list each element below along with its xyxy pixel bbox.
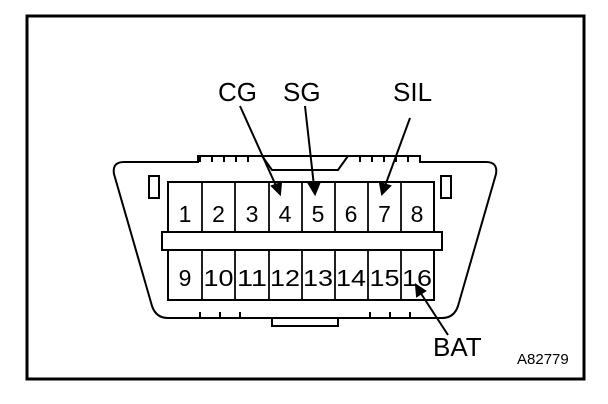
callout-sg: SG (283, 77, 321, 107)
callout-cg: CG (218, 77, 257, 107)
pin-label-10: 10 (204, 265, 234, 291)
callout-leaders (239, 105, 449, 336)
pin-label-11: 11 (237, 265, 267, 291)
leader-cg-arrowhead (270, 181, 283, 197)
leader-cg (239, 105, 278, 189)
pin-row-top: 1 2 3 4 5 6 7 8 (179, 201, 424, 227)
leader-sg-arrowhead (307, 183, 321, 197)
pin-label-13: 13 (303, 265, 333, 291)
leader-bat-arrowhead (414, 283, 427, 298)
leader-sil-arrowhead (378, 181, 392, 197)
connector-housing (112, 155, 498, 327)
pin-label-6: 6 (345, 201, 358, 227)
callout-sil: SIL (393, 77, 432, 107)
pin-label-7: 7 (378, 201, 391, 227)
pin-label-8: 8 (411, 201, 424, 227)
pin-label-12: 12 (270, 265, 300, 291)
pin-cell (400, 249, 435, 301)
pin-label-3: 3 (246, 201, 259, 227)
pin-label-2: 2 (212, 201, 225, 227)
pin-label-9: 9 (179, 265, 192, 291)
figure-frame (25, 14, 586, 381)
pin-label-1: 1 (179, 201, 192, 227)
leader-sil (384, 117, 411, 187)
pin-label-4: 4 (279, 201, 292, 227)
leader-bat (419, 291, 449, 336)
pin-label-15: 15 (370, 265, 400, 291)
pin-row-bottom: 9 10 11 12 13 14 15 16 (179, 265, 432, 291)
callout-bat: BAT (433, 332, 482, 362)
pin-label-14: 14 (336, 265, 366, 291)
pin-label-5: 5 (312, 201, 325, 227)
pin-cells (167, 181, 435, 301)
pin-cell (400, 181, 435, 233)
figure-reference: A82779 (517, 351, 569, 368)
leader-sg (304, 105, 315, 187)
